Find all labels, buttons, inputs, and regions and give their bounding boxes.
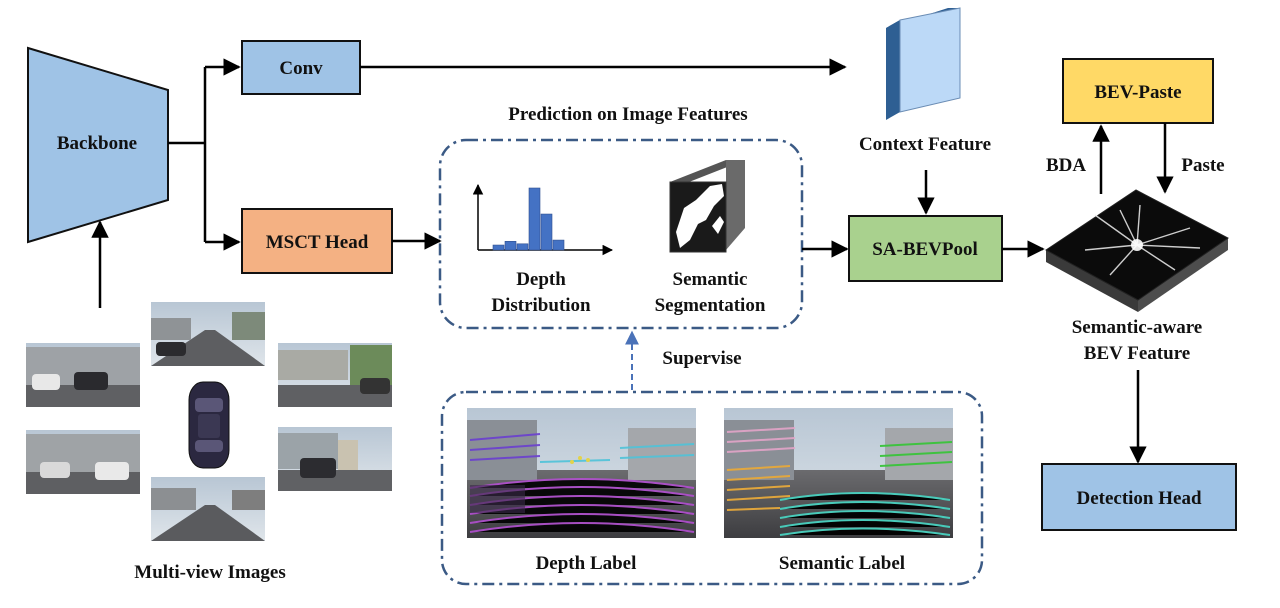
msct-head-label: MSCT Head	[266, 232, 369, 253]
detection-head-block: Detection Head	[1041, 463, 1237, 531]
msct-head-block: MSCT Head	[241, 208, 393, 274]
bev-feature-label-1: Semantic-aware	[1072, 317, 1203, 338]
detection-head-box	[1041, 463, 1237, 531]
histogram-bar	[492, 244, 505, 251]
bev-paste-box	[1062, 58, 1214, 124]
multi-view-images	[26, 302, 392, 541]
semantic-segmentation-label-2: Segmentation	[655, 295, 766, 316]
bev-feature-label-2: BEV Feature	[1084, 343, 1190, 364]
car-topview-icon	[188, 381, 230, 469]
prediction-dashed-box	[438, 138, 804, 330]
bev-paste-label: BEV-Paste	[1094, 82, 1181, 103]
camera-view-back	[151, 477, 265, 541]
semantic-label-caption: Semantic Label	[779, 553, 905, 574]
context-feature-label: Context Feature	[859, 134, 991, 155]
prediction-title: Prediction on Image Features	[508, 104, 747, 125]
histogram-bar	[504, 241, 517, 251]
bev-paste-block: BEV-Paste	[1062, 58, 1214, 124]
depth-distribution-label-2: Distribution	[491, 295, 591, 316]
camera-view-front-left	[26, 343, 140, 407]
sa-bevpool-label: SA-BEVPool	[872, 239, 978, 260]
depth-label-image	[467, 408, 696, 538]
sa-bevpool-block: SA-BEVPool	[848, 215, 1003, 282]
backbone-label: Backbone	[57, 133, 137, 154]
context-feature-cube-icon	[886, 7, 961, 120]
conv-label: Conv	[279, 58, 323, 79]
depth-label-caption: Depth Label	[536, 553, 637, 574]
supervise-label: Supervise	[662, 348, 741, 369]
bda-label: BDA	[1046, 155, 1086, 176]
backbone-block: Backbone	[27, 46, 169, 244]
depth-histogram-icon	[472, 183, 614, 256]
camera-view-front	[151, 302, 265, 366]
histogram-bar	[552, 239, 565, 251]
multi-view-images-label: Multi-view Images	[134, 562, 285, 583]
camera-view-front-right	[278, 343, 392, 407]
segmentation-mask-icon	[669, 160, 745, 253]
msct-head-box	[241, 208, 393, 274]
conv-block: Conv	[241, 40, 361, 95]
labels-dashed-box	[440, 390, 984, 586]
detection-head-label: Detection Head	[1076, 488, 1201, 509]
backbone-trapezoid	[27, 46, 169, 244]
semantic-label-image	[724, 408, 953, 538]
semantic-segmentation-label-1: Semantic	[673, 269, 748, 290]
histogram-bar	[516, 243, 529, 251]
histogram-bar	[528, 187, 541, 251]
camera-view-back-right	[278, 427, 392, 491]
histogram-bar	[540, 213, 553, 251]
paste-label: Paste	[1181, 155, 1224, 176]
camera-view-back-left	[26, 430, 140, 494]
depth-distribution-label-1: Depth	[516, 269, 566, 290]
bev-feature-plane-icon	[1045, 189, 1229, 312]
